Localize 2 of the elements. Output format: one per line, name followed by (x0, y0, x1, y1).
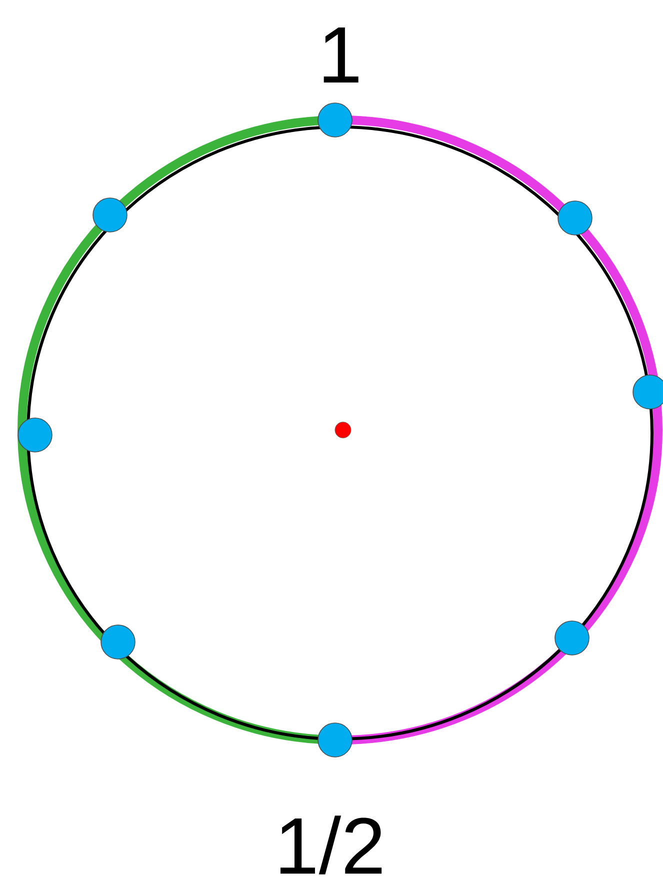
value-label: 1 (324, 27, 358, 83)
value-label: 1/2 (280, 816, 382, 874)
